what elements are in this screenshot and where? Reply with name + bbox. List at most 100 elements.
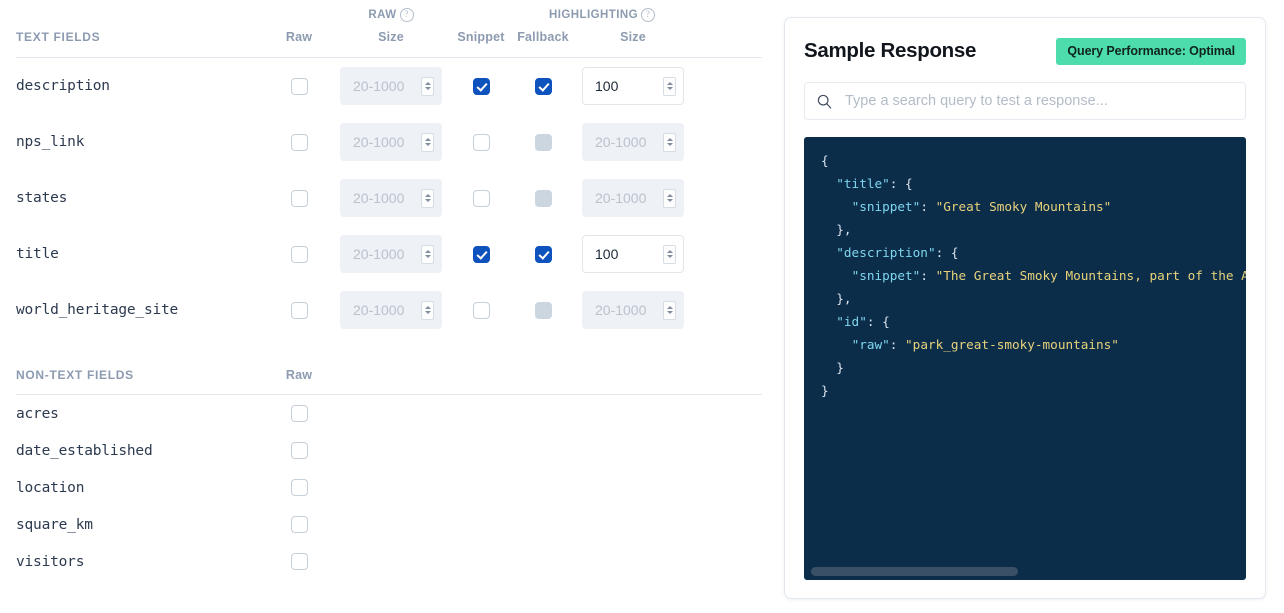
- question-circle-icon[interactable]: ?: [399, 8, 414, 22]
- column-header-raw-size: Size: [378, 30, 404, 44]
- group-header-highlighting: HIGHLIGHTING ?: [512, 8, 692, 22]
- text-fields-column-header: TEXT FIELDS Raw Size Snippet Fallback Si…: [16, 22, 762, 52]
- group-header-row: RAW ? HIGHLIGHTING ?: [16, 0, 762, 22]
- raw-checkbox[interactable]: [290, 301, 308, 319]
- raw-checkbox[interactable]: [290, 479, 308, 496]
- sample-response-header: Sample Response Query Performance: Optim…: [804, 36, 1246, 66]
- text-fields-section-title: TEXT FIELDS: [16, 30, 101, 44]
- table-row: states 20-1000 20-1000: [16, 170, 762, 226]
- question-circle-icon[interactable]: ?: [641, 8, 656, 22]
- field-name: location: [16, 479, 85, 496]
- highlight-size-input-stepper: [663, 300, 676, 320]
- text-fields-divider: [16, 57, 762, 58]
- snippet-checkbox[interactable]: [472, 301, 490, 319]
- highlight-size-input: 20-1000: [582, 123, 684, 161]
- raw-size-input-value: 20-1000: [353, 190, 405, 206]
- raw-size-input-value: 20-1000: [353, 246, 405, 262]
- highlight-size-input: 20-1000: [582, 291, 684, 329]
- raw-checkbox[interactable]: [290, 442, 308, 459]
- field-name: nps_link: [16, 134, 85, 150]
- field-name: description: [16, 78, 110, 94]
- column-header-nontext-raw: Raw: [285, 368, 313, 382]
- snippet-checkbox[interactable]: [472, 77, 490, 95]
- sample-response-card: Sample Response Query Performance: Optim…: [784, 17, 1266, 599]
- nontext-fields-divider: [16, 394, 762, 395]
- field-name: date_established: [16, 442, 153, 459]
- highlight-size-input-stepper: [663, 132, 676, 152]
- horizontal-scrollbar[interactable]: [804, 567, 1246, 576]
- page-title: Sample Response: [804, 39, 977, 62]
- nontext-fields-section-title: NON-TEXT FIELDS: [16, 368, 134, 382]
- field-name: title: [16, 246, 59, 262]
- highlight-size-input-value: 100: [595, 78, 619, 94]
- field-name: states: [16, 190, 68, 206]
- raw-checkbox[interactable]: [290, 189, 308, 207]
- search-bar[interactable]: [804, 82, 1246, 120]
- raw-size-input-stepper: [421, 244, 434, 264]
- fallback-checkbox[interactable]: [534, 245, 552, 263]
- raw-checkbox[interactable]: [290, 77, 308, 95]
- status-badge: Query Performance: Optimal: [1056, 37, 1246, 65]
- fallback-checkbox[interactable]: [534, 77, 552, 95]
- fallback-checkbox: [534, 189, 552, 207]
- highlight-size-input-value: 100: [595, 246, 619, 262]
- table-row: date_established: [16, 432, 762, 469]
- highlight-size-input-stepper: [663, 188, 676, 208]
- raw-checkbox[interactable]: [290, 553, 308, 570]
- raw-size-input-stepper: [421, 132, 434, 152]
- text-fields-rows: description 20-1000 100 nps_link 20-1000 20-1…: [16, 58, 762, 338]
- table-row: world_heritage_site 20-1000 20-1000: [16, 282, 762, 338]
- raw-size-input-value: 20-1000: [353, 134, 405, 150]
- raw-checkbox[interactable]: [290, 405, 308, 422]
- raw-size-input-stepper: [421, 300, 434, 320]
- highlight-size-input: 20-1000: [582, 179, 684, 217]
- raw-size-input: 20-1000: [340, 179, 442, 217]
- group-header-raw-label: RAW: [368, 9, 397, 21]
- response-code-block: { "title": { "snippet": "Great Smoky Mou…: [804, 137, 1246, 580]
- column-header-fallback: Fallback: [517, 30, 569, 44]
- raw-checkbox[interactable]: [290, 516, 308, 533]
- snippet-checkbox[interactable]: [472, 245, 490, 263]
- nontext-fields-column-header: NON-TEXT FIELDS Raw: [16, 360, 762, 390]
- raw-size-input-value: 20-1000: [353, 302, 405, 318]
- snippet-checkbox[interactable]: [472, 133, 490, 151]
- raw-size-input-value: 20-1000: [353, 78, 405, 94]
- raw-checkbox[interactable]: [290, 133, 308, 151]
- table-row: square_km: [16, 506, 762, 543]
- table-row: location: [16, 469, 762, 506]
- fallback-checkbox: [534, 301, 552, 319]
- raw-checkbox[interactable]: [290, 245, 308, 263]
- table-row: description 20-1000 100: [16, 58, 762, 114]
- search-icon: [817, 94, 832, 109]
- group-header-highlighting-label: HIGHLIGHTING: [548, 9, 639, 21]
- table-row: visitors: [16, 543, 762, 580]
- column-header-raw: Raw: [285, 30, 313, 44]
- raw-size-input: 20-1000: [340, 123, 442, 161]
- raw-size-input: 20-1000: [340, 67, 442, 105]
- highlight-size-input-value: 20-1000: [595, 302, 647, 318]
- snippet-checkbox[interactable]: [472, 189, 490, 207]
- table-row: nps_link 20-1000 20-1000: [16, 114, 762, 170]
- search-input[interactable]: [843, 92, 1233, 110]
- highlight-size-input-value: 20-1000: [595, 134, 647, 150]
- fallback-checkbox: [534, 133, 552, 151]
- response-json: { "title": { "snippet": "Great Smoky Mou…: [821, 153, 1246, 398]
- highlight-size-input[interactable]: 100: [582, 235, 684, 273]
- field-name: square_km: [16, 516, 93, 533]
- scrollbar-thumb[interactable]: [811, 567, 1018, 576]
- group-header-raw: RAW ?: [332, 8, 450, 22]
- highlight-size-input-stepper[interactable]: [663, 76, 676, 96]
- code-scroll-viewport[interactable]: { "title": { "snippet": "Great Smoky Mou…: [804, 137, 1246, 580]
- field-name: visitors: [16, 553, 85, 570]
- field-name: acres: [16, 405, 59, 422]
- highlight-size-input-stepper[interactable]: [663, 244, 676, 264]
- raw-size-input-stepper: [421, 76, 434, 96]
- fields-pane: RAW ? HIGHLIGHTING ? TEXT FIELDS Raw Siz…: [0, 0, 762, 613]
- table-row: acres: [16, 395, 762, 432]
- field-name: world_heritage_site: [16, 302, 179, 318]
- raw-size-input: 20-1000: [340, 235, 442, 273]
- highlight-size-input-value: 20-1000: [595, 190, 647, 206]
- highlight-size-input[interactable]: 100: [582, 67, 684, 105]
